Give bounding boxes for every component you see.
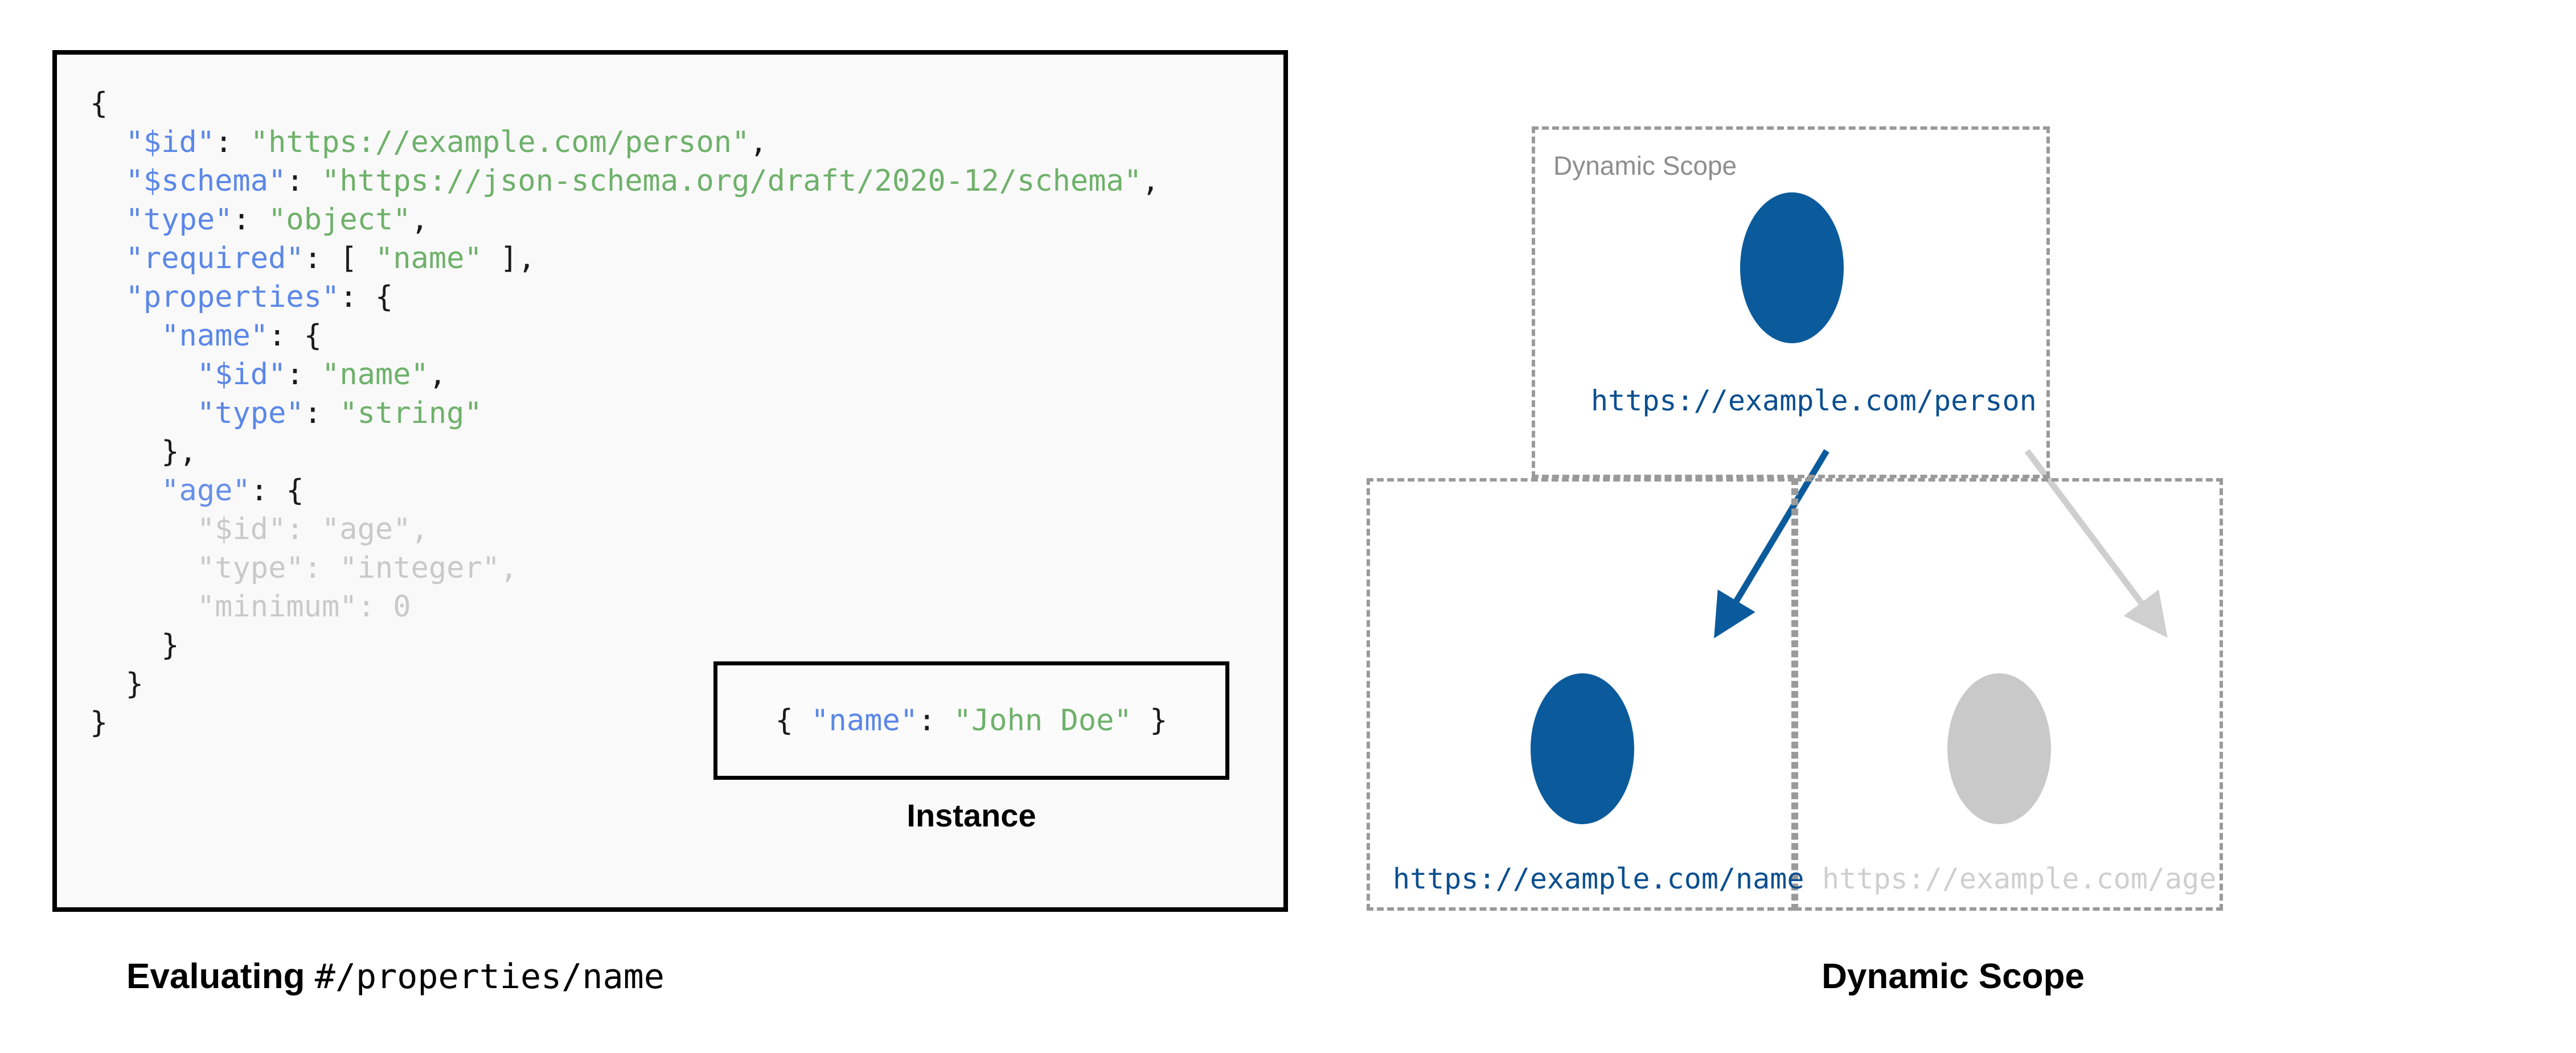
code-token: , xyxy=(428,357,447,392)
code-token: "minimum": 0 xyxy=(90,590,411,624)
code-token: }, xyxy=(90,435,197,469)
code-token xyxy=(90,396,197,430)
instance-code: { "name": "John Doe" } xyxy=(776,704,1168,738)
code-line: "age": { xyxy=(90,471,1159,510)
code-token: , xyxy=(411,203,429,237)
code-token: { xyxy=(90,87,108,121)
code-token: : xyxy=(286,164,322,198)
code-token: "string" xyxy=(339,396,482,430)
code-token: "$schema" xyxy=(125,164,286,198)
left-caption-pointer: #/properties/name xyxy=(314,957,664,997)
code-token: "name" xyxy=(161,319,269,353)
left-caption-bold: Evaluating xyxy=(126,957,315,996)
instance-box: { "name": "John Doe" } xyxy=(713,661,1229,780)
code-token: "properties" xyxy=(125,280,340,314)
code-token: "type" xyxy=(196,396,304,430)
code-line: "minimum": 0 xyxy=(90,587,1159,626)
schema-code-panel: { "$id": "https://example.com/person", "… xyxy=(52,50,1288,912)
schema-code-block: { "$id": "https://example.com/person", "… xyxy=(90,84,1159,742)
code-token: ], xyxy=(482,241,536,275)
code-token xyxy=(90,164,126,198)
code-line: "name": { xyxy=(90,316,1159,355)
code-token: "object" xyxy=(268,203,411,237)
code-token: : xyxy=(286,357,322,392)
code-token: "name" xyxy=(375,241,482,275)
code-line: "$id": "age", xyxy=(90,510,1159,549)
code-line: "type": "string" xyxy=(90,394,1159,433)
code-token xyxy=(90,280,126,314)
code-line: "$id": "https://example.com/person", xyxy=(90,123,1159,162)
code-token: : { xyxy=(268,319,322,353)
code-token: : { xyxy=(339,280,393,314)
code-token: "type" xyxy=(125,203,233,237)
scope-box-name xyxy=(1367,478,1795,911)
scope-box-root xyxy=(1532,126,2050,478)
code-token: "type": "integer", xyxy=(90,551,518,585)
code-line: { xyxy=(90,84,1159,123)
node-label-name: https://example.com/name xyxy=(1393,862,1804,895)
scope-box-age xyxy=(1795,478,2223,911)
code-token xyxy=(90,319,161,353)
code-line: "$id": "name", xyxy=(90,355,1159,394)
code-token: : [ xyxy=(303,241,375,275)
code-token: : xyxy=(232,203,269,237)
code-token: "https://json-schema.org/draft/2020-12/s… xyxy=(322,164,1142,198)
code-token: "John Doe" xyxy=(953,704,1132,738)
code-token: } xyxy=(90,667,143,701)
code-token xyxy=(90,203,126,237)
code-token: "$id" xyxy=(196,357,286,392)
node-circle-person xyxy=(1740,192,1844,343)
code-token: "name" xyxy=(322,357,429,392)
instance-caption: Instance xyxy=(906,797,1036,833)
code-token: : { xyxy=(250,474,304,508)
code-line: }, xyxy=(90,433,1159,471)
code-token: : xyxy=(303,396,340,430)
node-circle-age xyxy=(1947,673,2051,824)
code-token: { xyxy=(775,704,811,738)
code-line: "type": "integer", xyxy=(90,549,1159,587)
code-token: "age" xyxy=(161,474,251,508)
code-line: "type": "object", xyxy=(90,200,1159,239)
code-line: } xyxy=(90,665,1159,704)
code-token: } xyxy=(1131,704,1168,738)
code-token: : xyxy=(918,704,954,738)
code-line: } xyxy=(90,626,1159,665)
node-circle-name xyxy=(1531,673,1634,824)
code-token: , xyxy=(1142,164,1160,198)
node-label-age: https://example.com/age xyxy=(1822,862,2217,895)
left-figure-caption: Evaluating #/properties/name xyxy=(126,956,664,997)
code-line: } xyxy=(90,704,1159,742)
code-token xyxy=(90,241,126,275)
code-token: "https://example.com/person" xyxy=(250,125,750,159)
code-token xyxy=(90,357,197,392)
dynamic-scope-label: Dynamic Scope xyxy=(1553,151,1737,180)
code-token: "$id" xyxy=(125,125,215,159)
code-token: "required" xyxy=(125,241,304,275)
code-token: } xyxy=(90,706,108,740)
code-token xyxy=(90,474,161,508)
code-line: "$schema": "https://json-schema.org/draf… xyxy=(90,162,1160,200)
dynamic-scope-diagram: Dynamic Scope https://example.com/person… xyxy=(1355,102,2551,928)
code-token: "$id": "age", xyxy=(90,512,429,546)
node-label-person: https://example.com/person xyxy=(1591,384,2037,417)
code-token: } xyxy=(90,628,179,663)
code-token: : xyxy=(215,125,251,159)
right-figure-caption: Dynamic Scope xyxy=(1822,957,2085,996)
code-token: , xyxy=(749,125,768,159)
code-token xyxy=(90,125,126,159)
code-line: "properties": { xyxy=(90,278,1159,316)
code-line: "required": [ "name" ], xyxy=(90,239,1159,278)
code-token: "name" xyxy=(811,704,918,738)
